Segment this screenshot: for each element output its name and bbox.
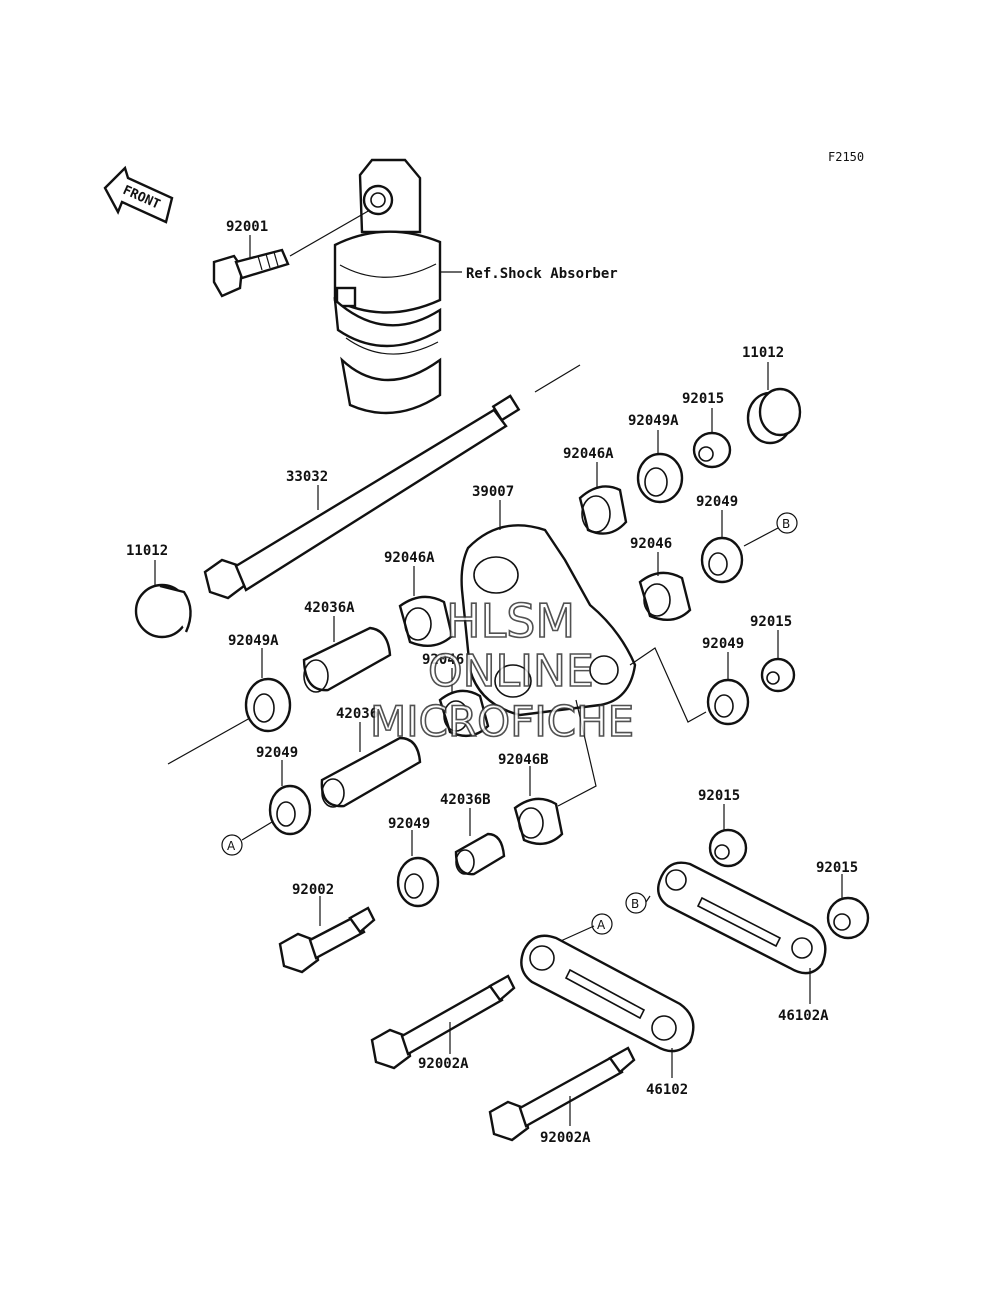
label-92046A-mid: 92046A [384, 550, 435, 566]
washer-92049-left [268, 784, 312, 836]
bearing-92046-right [638, 571, 692, 622]
label-92002A-left: 92002A [418, 1056, 469, 1072]
shock-absorber [333, 158, 442, 415]
nut-92015-far [826, 896, 870, 940]
washer-92049-low [396, 856, 440, 908]
bearing-92046-mid [438, 689, 490, 738]
rocker-arm-39007 [460, 524, 637, 717]
watermark-line1: HLSM [446, 594, 575, 648]
label-92049-right-lower: 92049 [702, 636, 744, 652]
washer-92049A-left [244, 677, 292, 733]
label-92046-right: 92046 [630, 536, 672, 552]
label-42036B: 42036B [440, 792, 491, 808]
label-92046-mid: 92046 [422, 652, 464, 668]
nut-92015-top [692, 431, 732, 469]
label-92015-top: 92015 [682, 391, 724, 407]
label-92015-far: 92015 [816, 860, 858, 876]
label-92049A-top: 92049A [628, 413, 679, 429]
label-92049A-left: 92049A [228, 633, 279, 649]
bolt-92002A-bottom [488, 1046, 636, 1142]
label-92049-left: 92049 [256, 745, 298, 761]
label-11012-left: 11012 [126, 543, 168, 559]
label-92015-right: 92015 [750, 614, 792, 630]
circle-marker-icon: B [625, 892, 647, 914]
label-92002: 92002 [292, 882, 334, 898]
label-92049-low: 92049 [388, 816, 430, 832]
label-42036: 42036 [336, 706, 378, 722]
label-46102A: 46102A [778, 1008, 829, 1024]
bolt-33032 [203, 394, 521, 600]
circle-marker-icon: A [591, 913, 613, 935]
label-39007: 39007 [472, 484, 514, 500]
figure-code: F2150 [828, 150, 864, 164]
bearing-92046A-mid [398, 595, 454, 648]
link-46102A [657, 861, 827, 975]
label-92015-lower: 92015 [698, 788, 740, 804]
watermark: HLSM ONLINE MICROFICHE [369, 593, 635, 747]
reference-label: Ref.Shock Absorber [466, 266, 618, 282]
collar-42036B [454, 832, 506, 876]
bearing-92046B [513, 797, 564, 846]
label-46102: 46102 [646, 1082, 688, 1098]
nut-92015-right [760, 657, 796, 693]
bolt-92002A-left [370, 974, 516, 1070]
marker-b-bottom: B [631, 897, 639, 911]
label-92046A-top: 92046A [563, 446, 614, 462]
nut-92015-lower [708, 828, 748, 868]
label-92002A-bottom: 92002A [540, 1130, 591, 1146]
collar-42036 [320, 736, 422, 808]
label-92046B: 92046B [498, 752, 549, 768]
cap-11012-right [746, 387, 802, 445]
link-46102 [520, 934, 695, 1053]
bolt-92002 [278, 906, 376, 974]
front-arrow-icon: FRONT [103, 165, 174, 224]
marker-a-left: A [227, 839, 236, 853]
label-42036A: 42036A [304, 600, 355, 616]
washer-92049A-top [636, 452, 684, 504]
washer-92049-right-upper [700, 536, 744, 584]
marker-a-bottom: A [597, 918, 606, 932]
label-11012-right: 11012 [742, 345, 784, 361]
bearing-92046A-top [578, 485, 628, 535]
circle-marker-icon: A [221, 834, 243, 856]
label-33032: 33032 [286, 469, 328, 485]
marker-b-top: B [782, 517, 790, 531]
collar-42036A [302, 626, 392, 693]
watermark-line2: ONLINE [428, 646, 594, 697]
label-92049-right-upper: 92049 [696, 494, 738, 510]
bolt-92001 [212, 248, 290, 298]
cap-11012-left [134, 583, 192, 639]
label-92001: 92001 [226, 219, 268, 235]
washer-92049-right-lower [706, 678, 750, 726]
watermark-line3: MICROFICHE [370, 697, 634, 746]
circle-marker-icon: B [776, 512, 798, 534]
